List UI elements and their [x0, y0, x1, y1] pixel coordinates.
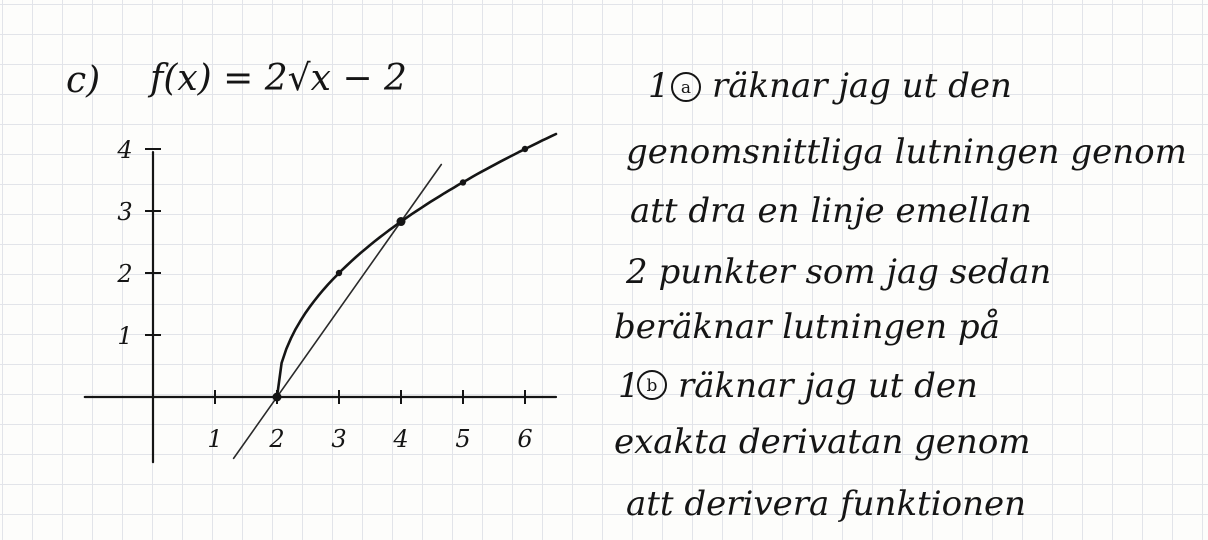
x-tick-label-1: 1 [207, 425, 222, 453]
x-tick-label-2: 2 [268, 425, 284, 453]
function-expression: f(x) = 2√x − 2 [147, 58, 407, 99]
note-line-6: 1 [618, 366, 640, 406]
note-line-5: beräknar lutningen på [614, 307, 1000, 347]
x-tick-label-3: 3 [331, 425, 346, 453]
x-tick-label-5: 5 [455, 425, 470, 453]
x-tick-label-6: 6 [517, 425, 532, 453]
problem-label: c) [66, 60, 100, 101]
x-tick-label-4: 4 [392, 425, 408, 453]
y-tick-label-1: 1 [117, 322, 132, 350]
circle-b-letter: b [647, 376, 658, 396]
note-line-1-text: räknar jag ut den [712, 66, 1012, 106]
y-tick-label-2: 2 [116, 260, 132, 288]
notes-block: 1 a räknar jag ut den genomsnittliga lut… [614, 66, 1187, 524]
circle-a-letter: a [681, 78, 691, 98]
note-line-2: genomsnittliga lutningen genom [626, 132, 1187, 172]
circle-a-mark [671, 72, 701, 102]
note-line-8: att derivera funktionen [626, 484, 1026, 524]
function-curve [275, 132, 558, 399]
note-line-1-number: 1 [648, 66, 670, 106]
note-line-6-text: räknar jag ut den [678, 366, 978, 406]
note-line-7: exakta derivatan genom [614, 422, 1031, 462]
function-graph: 1 2 3 4 5 6 1 2 3 4 [83, 132, 558, 464]
note-line-4: 2 punkter som jag sedan [625, 252, 1051, 292]
curve-point-5 [521, 145, 529, 153]
y-tick-label-3: 3 [117, 198, 132, 226]
note-line-1: 1 [648, 66, 670, 106]
note-line-6-number: 1 [618, 366, 640, 406]
curve-point-2 [335, 269, 343, 277]
y-tick-label-4: 4 [116, 136, 132, 164]
secant-line [232, 163, 443, 460]
note-line-3: att dra en linje emellan [630, 191, 1032, 231]
curve-point-1 [272, 392, 282, 402]
curve-point-3 [396, 217, 406, 227]
curve-point-4 [459, 179, 467, 186]
circle-b-mark [637, 370, 667, 400]
